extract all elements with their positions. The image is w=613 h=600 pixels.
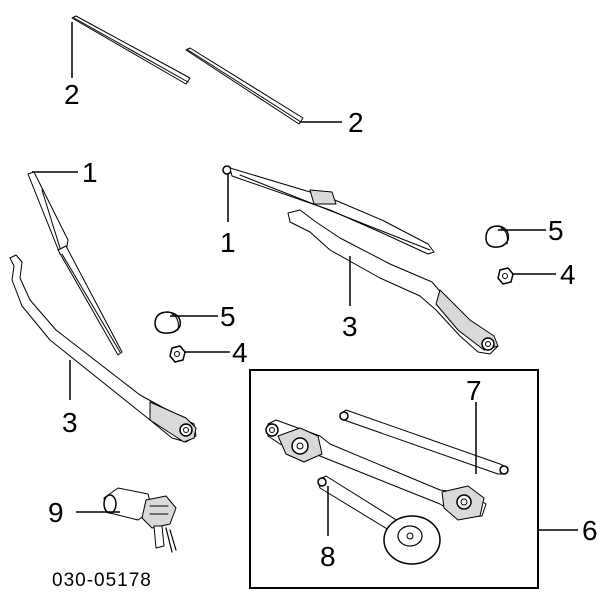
leader-lines: [32, 22, 578, 536]
callout-nut-left: 4: [232, 337, 248, 368]
wiper-blade-left: [71, 15, 191, 85]
wiper-arm-right: [287, 209, 499, 355]
callout-blade-left: 2: [64, 79, 80, 110]
wiper-arm-left: [9, 254, 197, 443]
linkage-main-bar: [265, 419, 487, 521]
wiper-arm-assembly-left: [27, 171, 123, 356]
callout-link-rod: 7: [466, 375, 482, 406]
callout-crank-arm: 8: [320, 541, 336, 572]
diagram-code: 030-05178: [52, 570, 152, 591]
callout-arm-right: 3: [342, 311, 358, 342]
link-rod: [339, 409, 509, 475]
pivot-nut-right: [497, 267, 514, 285]
wiper-motor: [103, 487, 177, 553]
pivot-nut-left: [169, 345, 186, 363]
wiper-arm-assembly-right: [222, 165, 435, 255]
pivot-cap-right: [485, 225, 510, 248]
callout-blade-right: 2: [348, 107, 364, 138]
callout-arm-assembly-left: 1: [82, 157, 98, 188]
callout-nut-right: 4: [560, 259, 576, 290]
motor-mount-disk: [383, 515, 441, 565]
callout-motor: 9: [48, 497, 64, 528]
wiper-blade-right: [185, 47, 304, 125]
crank-arm: [317, 475, 411, 539]
linkage-assembly-frame: [249, 369, 539, 589]
callout-cap-right: 5: [548, 215, 564, 246]
callout-arm-assembly-right: 1: [220, 227, 236, 258]
callout-cap-left: 5: [220, 301, 236, 332]
callout-arm-left: 3: [62, 407, 78, 438]
pivot-cap-left: [154, 311, 181, 334]
callout-linkage-assembly: 6: [582, 515, 598, 546]
